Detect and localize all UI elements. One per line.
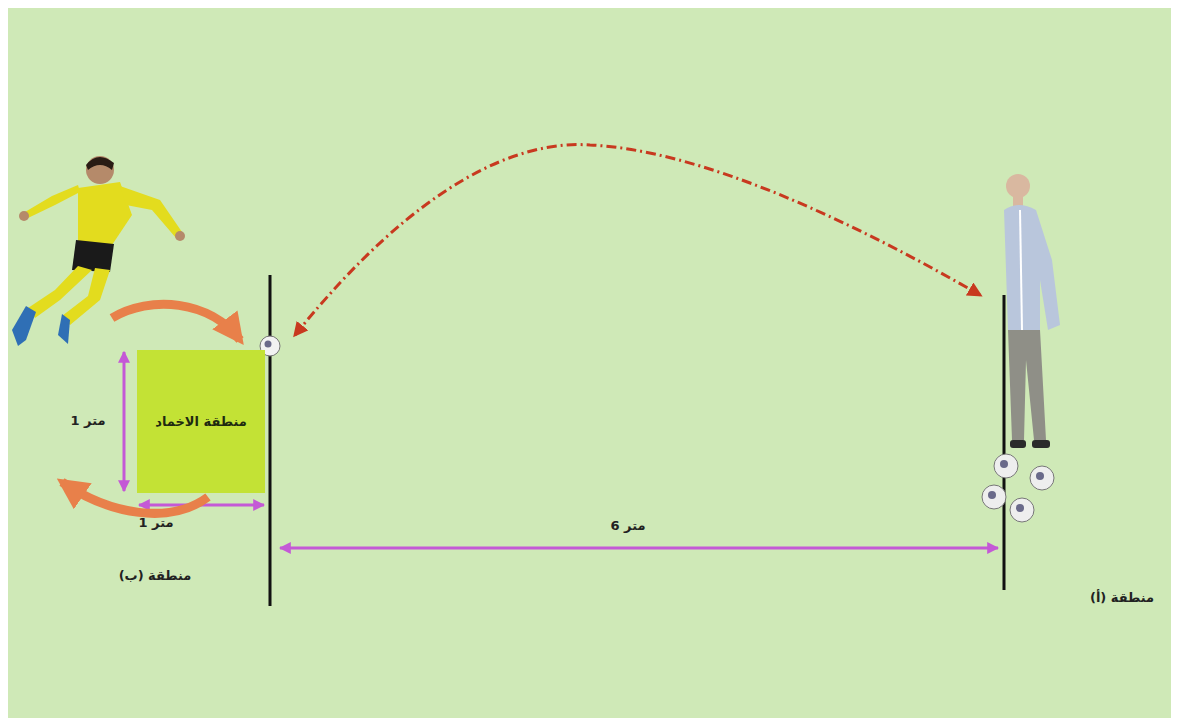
ball-flight [295,145,980,335]
dimension-label: 1 متر [68,413,107,428]
dimension-label: 1 متر [136,515,175,530]
dimension-arrow [123,352,126,491]
zone-name: منطقة (ب) [117,568,194,583]
zone-label: منطقة الاخماد [155,414,247,429]
line-a [1003,295,1006,590]
zone-name: منطقة (أ) [1088,590,1156,605]
coach-figure [1004,174,1060,448]
dimension-label: 6 متر [608,518,647,533]
dimension-arrow [280,547,998,550]
control-zone: منطقة الاخماد [137,350,265,493]
movement-arrow [112,304,240,340]
ball-stack [982,454,1054,522]
ground [8,8,1171,718]
line-b [269,275,272,606]
player-figure [12,156,185,346]
